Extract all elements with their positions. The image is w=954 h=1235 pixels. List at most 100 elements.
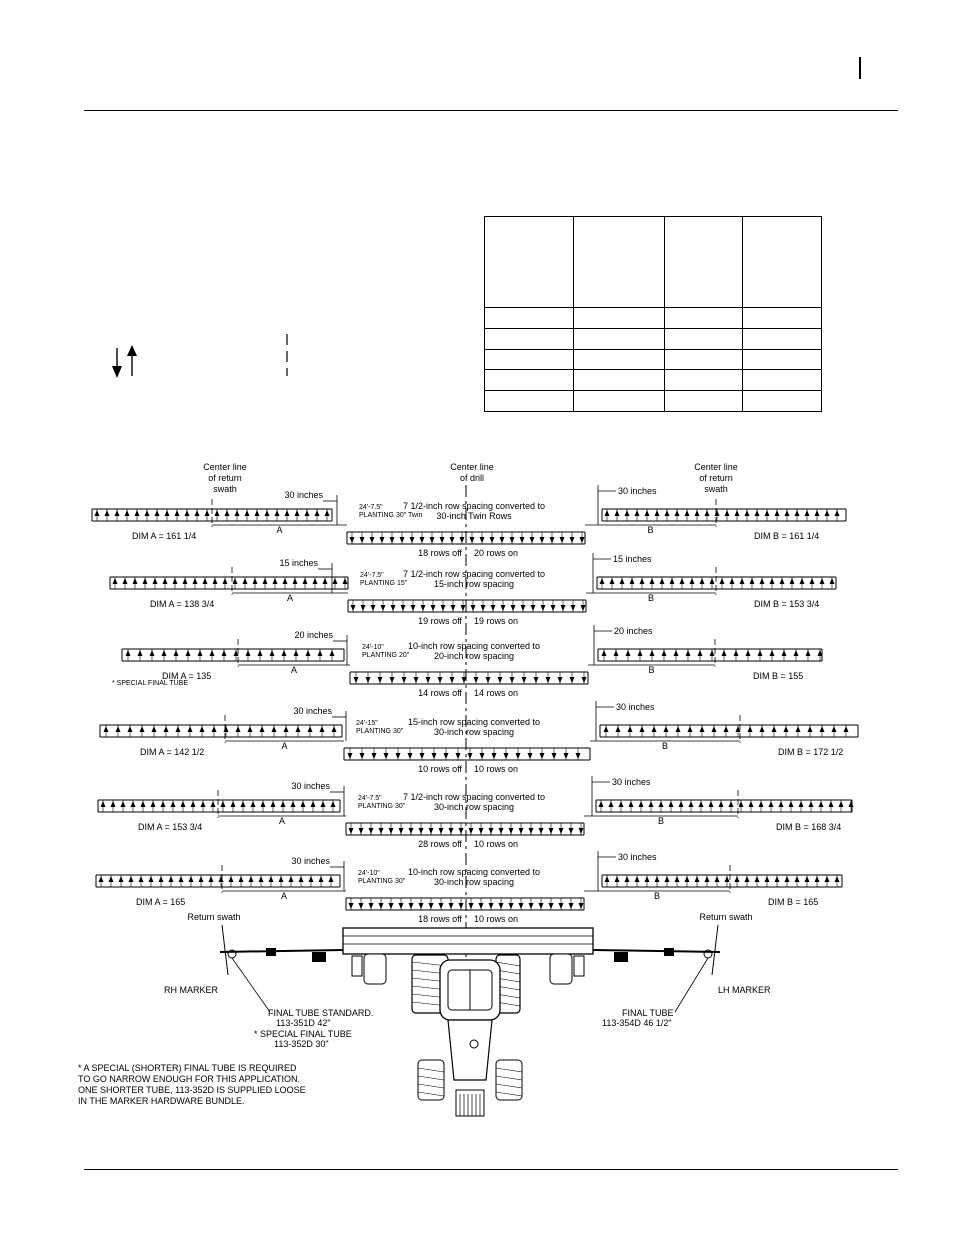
row-arrow [831,726,837,732]
row-arrow [570,605,576,611]
row-arrow [264,510,270,516]
row-arrow [473,677,479,683]
drill-row-bar [346,531,586,545]
row-arrow [197,650,203,656]
row-arrow [509,537,515,543]
left-spacing-label: 30 inches [291,856,330,866]
rh-marker-label: RH MARKER [164,985,219,995]
row-arrow [358,828,364,834]
footnote-line-2: TO GO NARROW ENOUGH FOR THIS APPLICATION… [78,1074,300,1084]
row-arrow [498,903,504,909]
row-arrow [431,753,437,759]
row-arrow [270,801,276,807]
row-arrow [793,650,799,656]
row-arrow [104,510,110,516]
row-arrow [788,801,794,807]
row-arrow [369,537,375,543]
setting-label: 24'-10" [362,644,384,651]
row-arrow [698,801,704,807]
row-arrow [754,876,760,882]
right-row-bar [596,576,837,590]
right-row-bar [601,874,843,888]
row-arrow [778,801,784,807]
row-arrow [627,726,633,732]
row-arrow [490,605,496,611]
row-arrow [734,876,740,882]
row-arrow [455,753,461,759]
row-arrow [377,677,383,683]
row-arrow [348,903,354,909]
description-line-2: 30-inch row spacing [434,802,514,812]
row-arrow [438,903,444,909]
row-arrow [619,578,625,584]
rows-off-label: 18 rows off [418,914,462,924]
special-final-tube-1: * SPECIAL FINAL TUBE [254,1029,352,1039]
row-arrow [257,650,263,656]
return-swath-right-label: Return swath [699,912,752,922]
row-arrow [94,510,100,516]
rows-off-label: 10 rows off [418,764,462,774]
row-arrow [400,605,406,611]
row-arrow [828,801,834,807]
row-arrow [408,903,414,909]
dashed-centerline-icon [286,334,288,376]
row-arrow [848,801,854,807]
left-row-bar [97,799,341,813]
row-arrow [223,726,229,732]
row-arrow [834,876,840,882]
row-arrow [292,578,298,584]
row-arrow [634,876,640,882]
row-arrow [579,537,585,543]
description-line-1: 7 1/2-inch row spacing converted to [403,792,545,802]
dim-a-value: DIM A = 153 3/4 [138,822,202,832]
rows-on-label: 19 rows on [474,616,518,626]
description-line-2: 15-inch row spacing [434,579,514,589]
dim-a-value: DIM A = 135 [162,671,211,681]
row-arrow [548,903,554,909]
row-arrow [729,578,735,584]
row-arrow [419,753,425,759]
left-spacing-label: 30 inches [293,706,332,716]
row-arrow [699,726,705,732]
row-arrow [308,876,314,882]
row-arrow [500,605,506,611]
planting-label: PLANTING 30" [358,878,406,885]
row-arrow [210,801,216,807]
row-arrow [331,726,337,732]
right-spacing-label: 30 inches [616,702,655,712]
row-arrow [794,510,800,516]
row-arrow [758,801,764,807]
header-tick [859,57,861,79]
special-final-tube-2: 113-352D 30" [274,1039,329,1049]
row-arrow [160,801,166,807]
return-swath-left-label: Return swath [187,912,240,922]
row-arrow [738,801,744,807]
row-arrow [108,876,114,882]
row-arrow [168,876,174,882]
row-arrow [150,801,156,807]
row-arrow [551,753,557,759]
planting-label: PLANTING 30" [356,728,404,735]
row-arrow [114,510,120,516]
dim-b-letter: B [654,891,660,901]
setting-label: 24'-7.5" [359,504,383,511]
row-arrow [578,828,584,834]
row-arrow [349,537,355,543]
row-arrow [248,876,254,882]
row-arrow [293,650,299,656]
row-arrow [359,537,365,543]
row-arrow [450,605,456,611]
dim-a-value: DIM A = 165 [136,897,185,907]
setting-label: 24'-7.5" [358,795,382,802]
description-line-2: 20-inch row spacing [434,651,514,661]
row-arrow [428,903,434,909]
right-spacing-label: 20 inches [614,626,653,636]
row-arrow [439,537,445,543]
row-arrow [368,828,374,834]
row-arrow [305,650,311,656]
row-arrow [418,903,424,909]
final-tube-lh-1: FINAL TUBE [622,1008,674,1018]
footnote-line-4: IN THE MARKER HARDWARE BUNDLE. [78,1096,245,1106]
row-arrow [568,828,574,834]
row-arrow [604,510,610,516]
